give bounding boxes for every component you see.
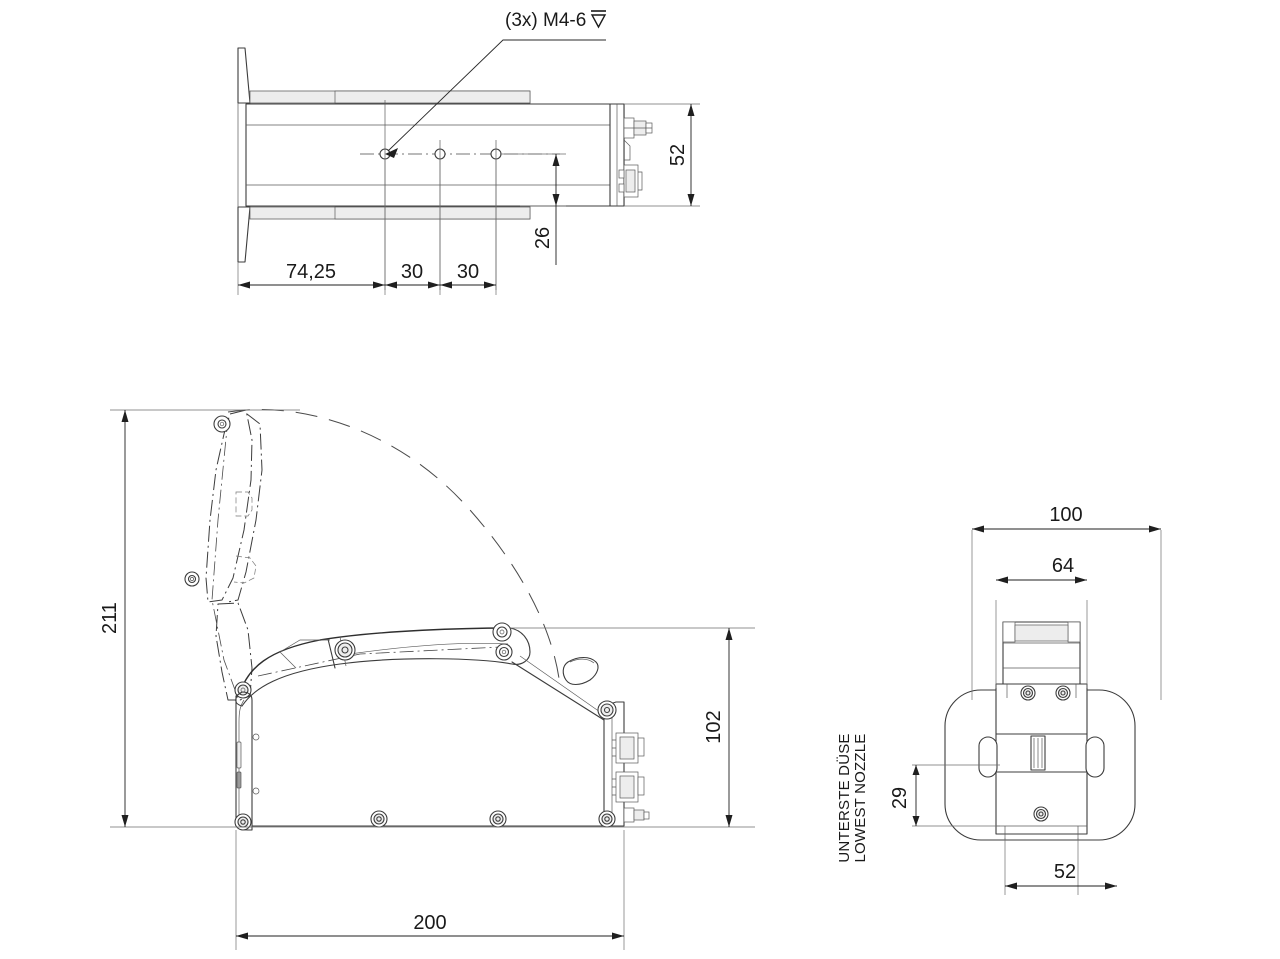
dimension-52-top-view: 52 [624,103,700,207]
base-screw-2 [370,810,388,828]
top-view-left-flange-lower [237,206,251,263]
front-view: 100 64 52 29 UNTERSTE DÜSE LO [835,504,1162,895]
housing-cap-detail [562,656,599,686]
dimension-26-label: 26 [532,227,554,249]
side-view-connector-upper [612,732,645,764]
thread-callout-leader [385,39,606,158]
dimension-211-label: 211 [99,602,121,634]
side-view-housing [234,655,650,831]
dimension-52-label: 52 [667,144,689,166]
dimension-29-label: 29 [889,787,911,809]
leader-arrowhead [385,148,398,158]
base-screw-1 [234,813,252,831]
top-view: (3x) M4-6 52 26 [237,10,700,295]
front-view-lower-block [995,771,1088,835]
dimension-64-label: 64 [1052,555,1074,577]
base-screw-4 [598,810,616,828]
dimension-52-front-label: 52 [1054,861,1076,883]
dimension-200: 200 [235,830,625,950]
base-screw-3 [489,810,507,828]
front-view-screw-right [1055,685,1071,701]
dimension-64: 64 [996,555,1087,584]
dimension-102-label: 102 [703,710,725,743]
thread-callout-label: (3x) M4-6 [505,10,586,31]
side-view: 211 102 200 [99,409,755,950]
top-view-upper-rail-b [334,90,531,104]
dimension-100-label: 100 [1049,504,1082,526]
housing-right-pivot [597,700,617,720]
arm-pivot-right-upper [492,622,512,642]
dimension-200-label: 200 [413,912,446,934]
arm-raised-phantom [184,409,263,701]
lowest-nozzle-label-de: UNTERSTE DÜSE [835,733,853,862]
top-view-lower-rail-b [334,206,531,220]
front-view-slot-right [1085,736,1105,778]
dimension-chain-top-view: 74,25 30 30 [237,160,497,295]
arm-pivot-right-lower [495,643,513,661]
main-arm [235,627,531,707]
side-view-fitting [623,807,650,823]
lowest-nozzle-label-en: LOWEST NOZZLE [852,733,869,862]
top-view-connector-plug [618,164,643,198]
side-view-connector-lower [612,771,645,803]
dimension-52-front-view: 52 [1004,838,1117,895]
dimension-30-a-label: 30 [401,261,423,283]
dimension-100: 100 [972,504,1161,533]
dimension-102: 102 [703,628,733,827]
top-view-connector-fitting [623,117,653,161]
dimension-74-25-label: 74,25 [286,261,336,283]
arm-bottom-edge [241,658,513,707]
arm-top-edge [239,627,511,694]
depth-symbol-icon [590,10,607,29]
front-view-screw-left [1020,685,1036,701]
dimension-211: 211 [99,410,129,827]
front-view-slot-left [978,736,998,778]
dimension-30-b-label: 30 [457,261,479,283]
housing-right-column [603,701,625,827]
front-view-mid-block [995,683,1088,735]
front-view-screw-bottom [1033,806,1049,822]
arm-pivot-mid-screw [334,639,356,661]
top-view-left-flange-upper [237,47,251,104]
swing-motion-arc [227,409,561,687]
dimension-26-top-view: 26 [500,153,566,265]
housing-diagonal-brace [511,661,605,721]
dimension-29: 29 [889,764,1000,827]
